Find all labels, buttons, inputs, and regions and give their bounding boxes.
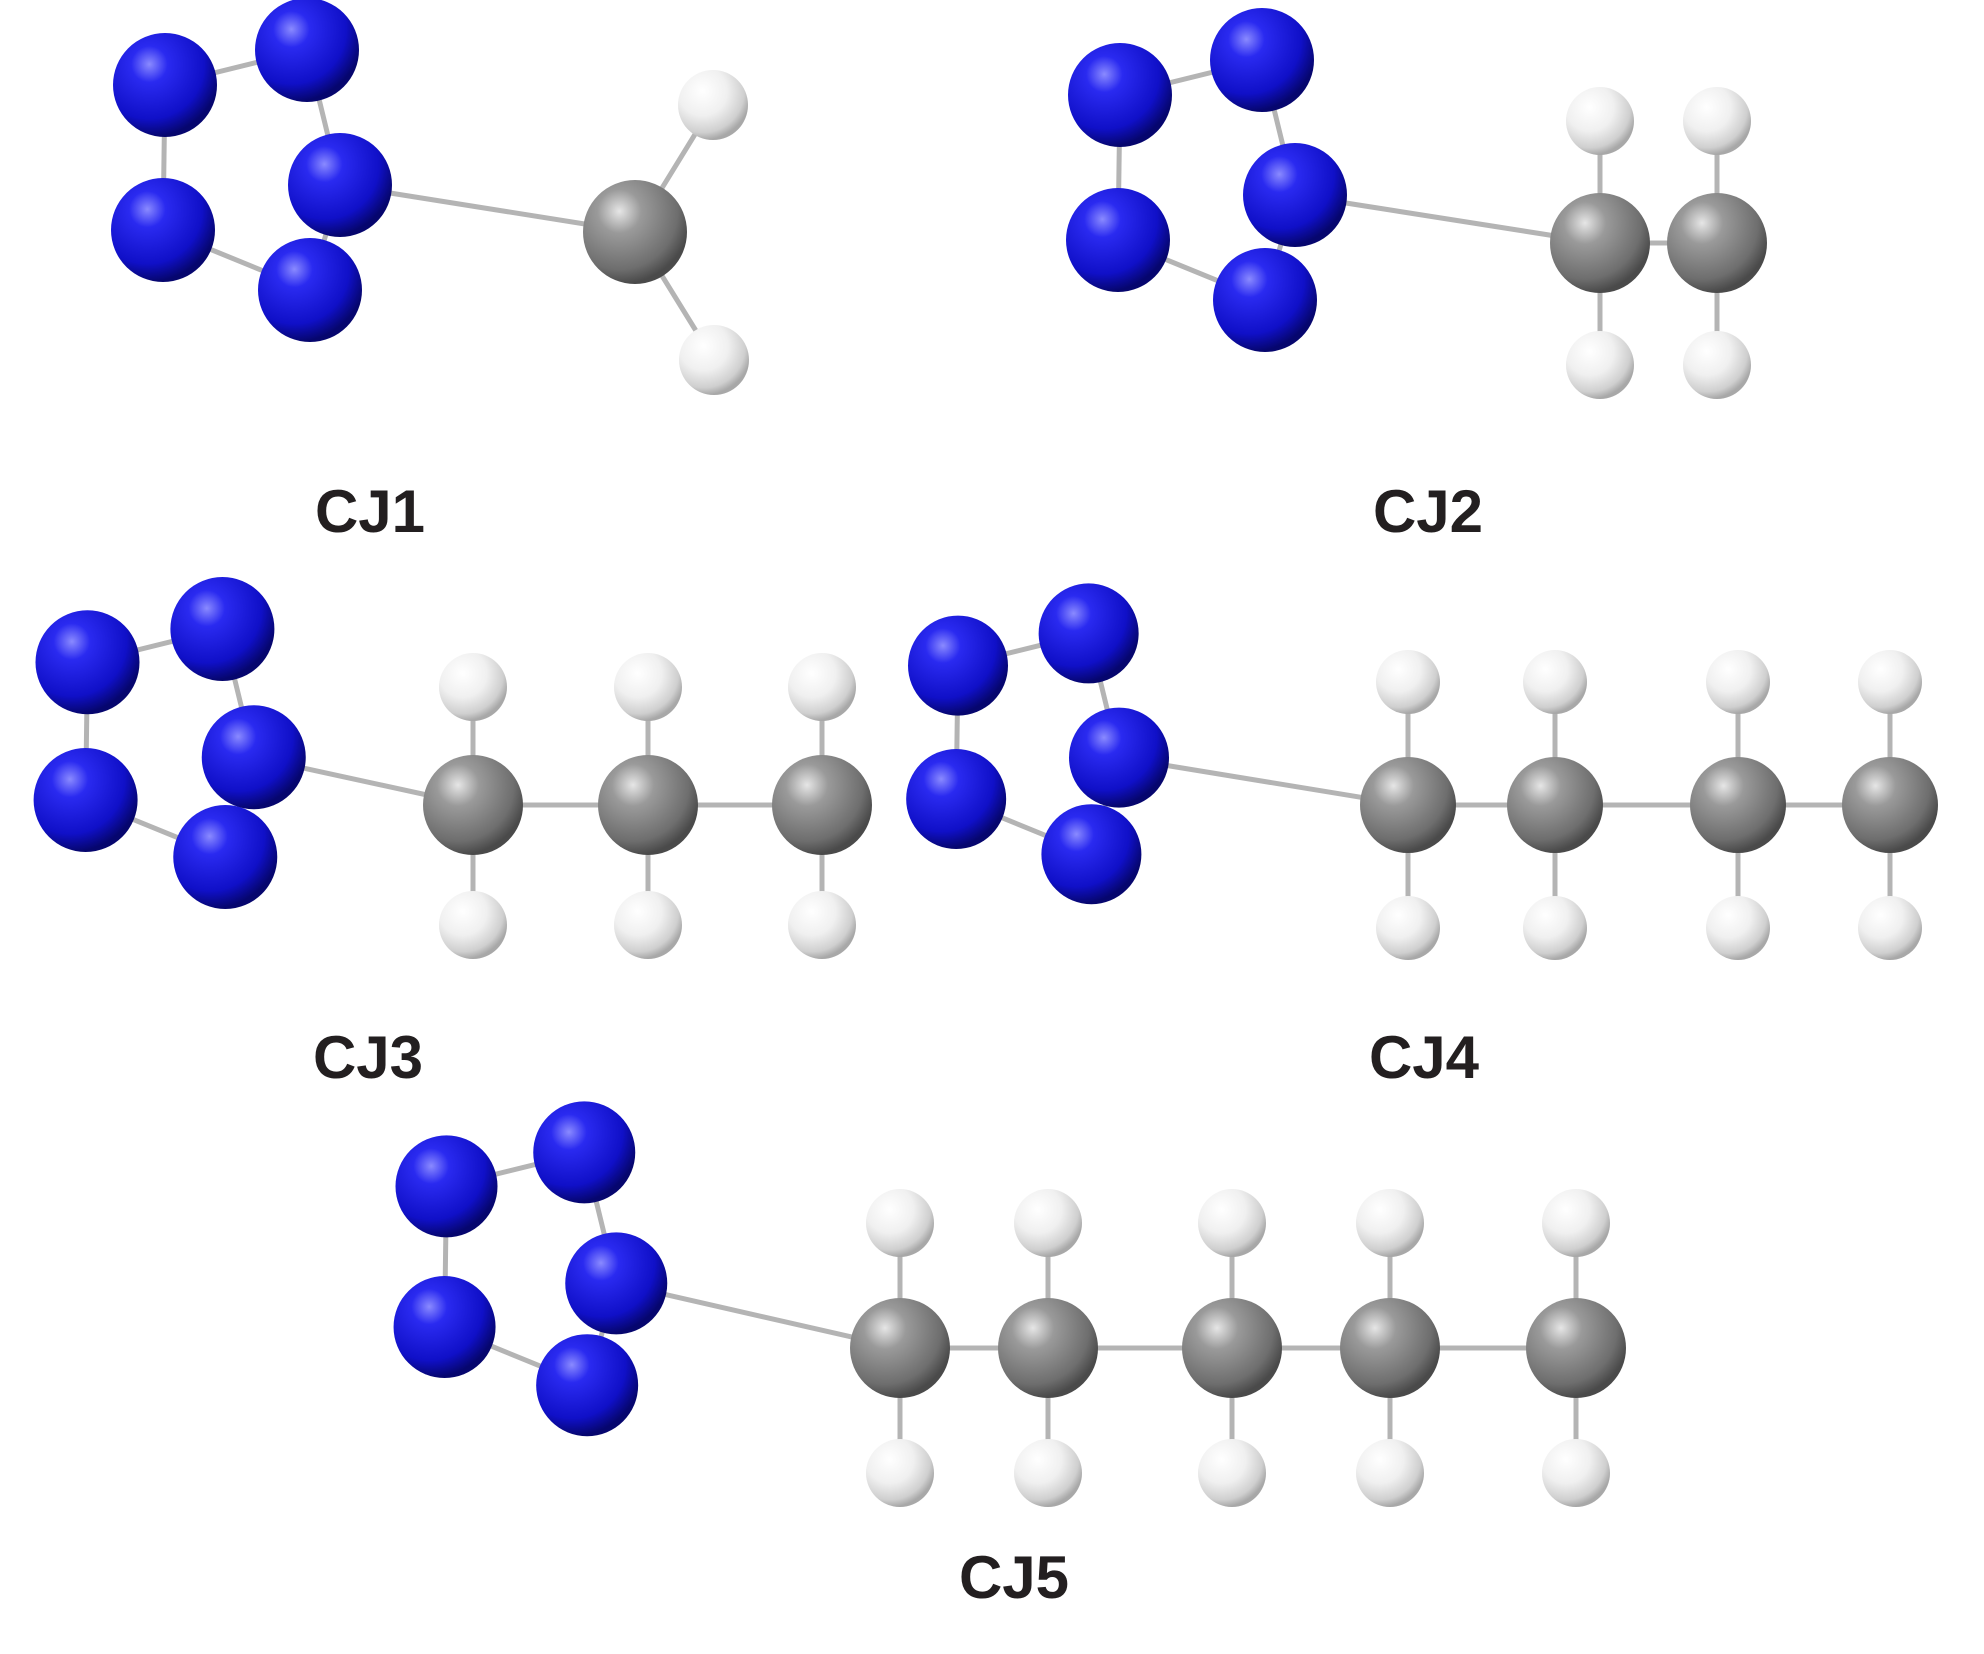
cj2-nitrogen-atom-4	[1213, 248, 1317, 352]
cj3-nitrogen-atom-0	[35, 610, 140, 715]
cj4-carbon-atom-1	[1507, 757, 1603, 853]
cj5-hydrogen-atom-down-4	[1542, 1439, 1610, 1507]
molecule-label-cj2: CJ2	[1372, 478, 1484, 545]
cj2-carbon-atom-1	[1667, 193, 1767, 293]
cj1-nitrogen-atom-1	[255, 0, 359, 102]
cj5-hydrogen-atom-down-3	[1356, 1439, 1424, 1507]
cj3-nitrogen-atom-4	[173, 805, 278, 909]
cj3-nitrogen-atom-2	[201, 705, 306, 810]
cj5-nitrogen-atom-3	[393, 1276, 496, 1378]
cj5-carbon-atom-2	[1182, 1298, 1282, 1398]
cj1-nitrogen-atom-2	[288, 133, 392, 237]
molecule-label-cj1: CJ1	[314, 478, 426, 545]
cj1-hydrogen-atom-bottom	[679, 325, 749, 395]
cj5-nitrogen-atom-0	[395, 1135, 498, 1238]
cj3-hydrogen-atom-up-0	[439, 653, 507, 721]
molecule-label-cj4: CJ4	[1368, 1024, 1480, 1091]
cj5-hydrogen-atom-down-1	[1014, 1439, 1082, 1507]
cj4-nitrogen-atom-3	[906, 749, 1007, 849]
cj4-hydrogen-atom-down-2	[1706, 896, 1770, 960]
cj4-hydrogen-atom-down-0	[1376, 896, 1440, 960]
cj5-hydrogen-atom-down-0	[866, 1439, 934, 1507]
cj3-carbon-atom-0	[423, 755, 523, 855]
cj5-nitrogen-atom-2	[565, 1232, 668, 1335]
cj3-hydrogen-atom-up-2	[788, 653, 856, 721]
cj4-hydrogen-atom-down-3	[1858, 896, 1922, 960]
cj4-nitrogen-atom-4	[1041, 804, 1142, 905]
cj2-hydrogen-atom-down-0	[1566, 331, 1634, 399]
cj3-nitrogen-atom-1	[170, 577, 275, 681]
cj2-hydrogen-atom-up-1	[1683, 87, 1751, 155]
cj2-hydrogen-atom-up-0	[1566, 87, 1634, 155]
cj5-carbon-atom-4	[1526, 1298, 1626, 1398]
cj5-hydrogen-atom-up-2	[1198, 1189, 1266, 1257]
cj3-nitrogen-atom-3	[33, 748, 138, 852]
cj4-carbon-atom-3	[1842, 757, 1938, 853]
cj1-nitrogen-atom-0	[113, 33, 217, 137]
cj2-nitrogen-atom-3	[1066, 188, 1170, 292]
cj4-hydrogen-atom-up-0	[1376, 650, 1440, 714]
cj4-hydrogen-atom-up-3	[1858, 650, 1922, 714]
molecule-label-cj3: CJ3	[312, 1024, 424, 1091]
cj4-nitrogen-atom-2	[1069, 707, 1169, 808]
cj4-nitrogen-atom-0	[908, 615, 1008, 716]
cj5-hydrogen-atom-down-2	[1198, 1439, 1266, 1507]
cj5-carbon-atom-1	[998, 1298, 1098, 1398]
atoms-layer	[33, 0, 1938, 1507]
cj5-hydrogen-atom-up-1	[1014, 1189, 1082, 1257]
cj1-hydrogen-atom-top	[678, 70, 748, 140]
cj5-hydrogen-atom-up-3	[1356, 1189, 1424, 1257]
cj2-nitrogen-atom-0	[1068, 43, 1172, 147]
cj4-hydrogen-atom-up-1	[1523, 650, 1587, 714]
cj4-carbon-atom-2	[1690, 757, 1786, 853]
cj2-carbon-atom-0	[1550, 193, 1650, 293]
cj5-nitrogen-atom-1	[533, 1101, 636, 1204]
cj3-hydrogen-atom-up-1	[614, 653, 682, 721]
cj1-carbon-atom-0	[583, 180, 687, 284]
cj3-hydrogen-atom-down-1	[614, 891, 682, 959]
cj2-nitrogen-atom-2	[1243, 143, 1347, 247]
cj1-nitrogen-atom-3	[111, 178, 215, 282]
cj4-hydrogen-atom-down-1	[1523, 896, 1587, 960]
cj5-hydrogen-atom-up-0	[866, 1189, 934, 1257]
cj3-carbon-atom-2	[772, 755, 872, 855]
cj3-hydrogen-atom-down-0	[439, 891, 507, 959]
cj3-hydrogen-atom-down-2	[788, 891, 856, 959]
cj4-carbon-atom-0	[1360, 757, 1456, 853]
cj5-hydrogen-atom-up-4	[1542, 1189, 1610, 1257]
cj4-hydrogen-atom-up-2	[1706, 650, 1770, 714]
molecule-label-cj5: CJ5	[958, 1544, 1070, 1611]
cj4-nitrogen-atom-1	[1038, 583, 1139, 684]
cj2-hydrogen-atom-down-1	[1683, 331, 1751, 399]
cj1-nitrogen-atom-4	[258, 238, 362, 342]
cj3-carbon-atom-1	[598, 755, 698, 855]
cj5-carbon-atom-3	[1340, 1298, 1440, 1398]
cj2-nitrogen-atom-1	[1210, 8, 1314, 112]
cj5-carbon-atom-0	[850, 1298, 950, 1398]
cj5-nitrogen-atom-4	[536, 1334, 639, 1437]
